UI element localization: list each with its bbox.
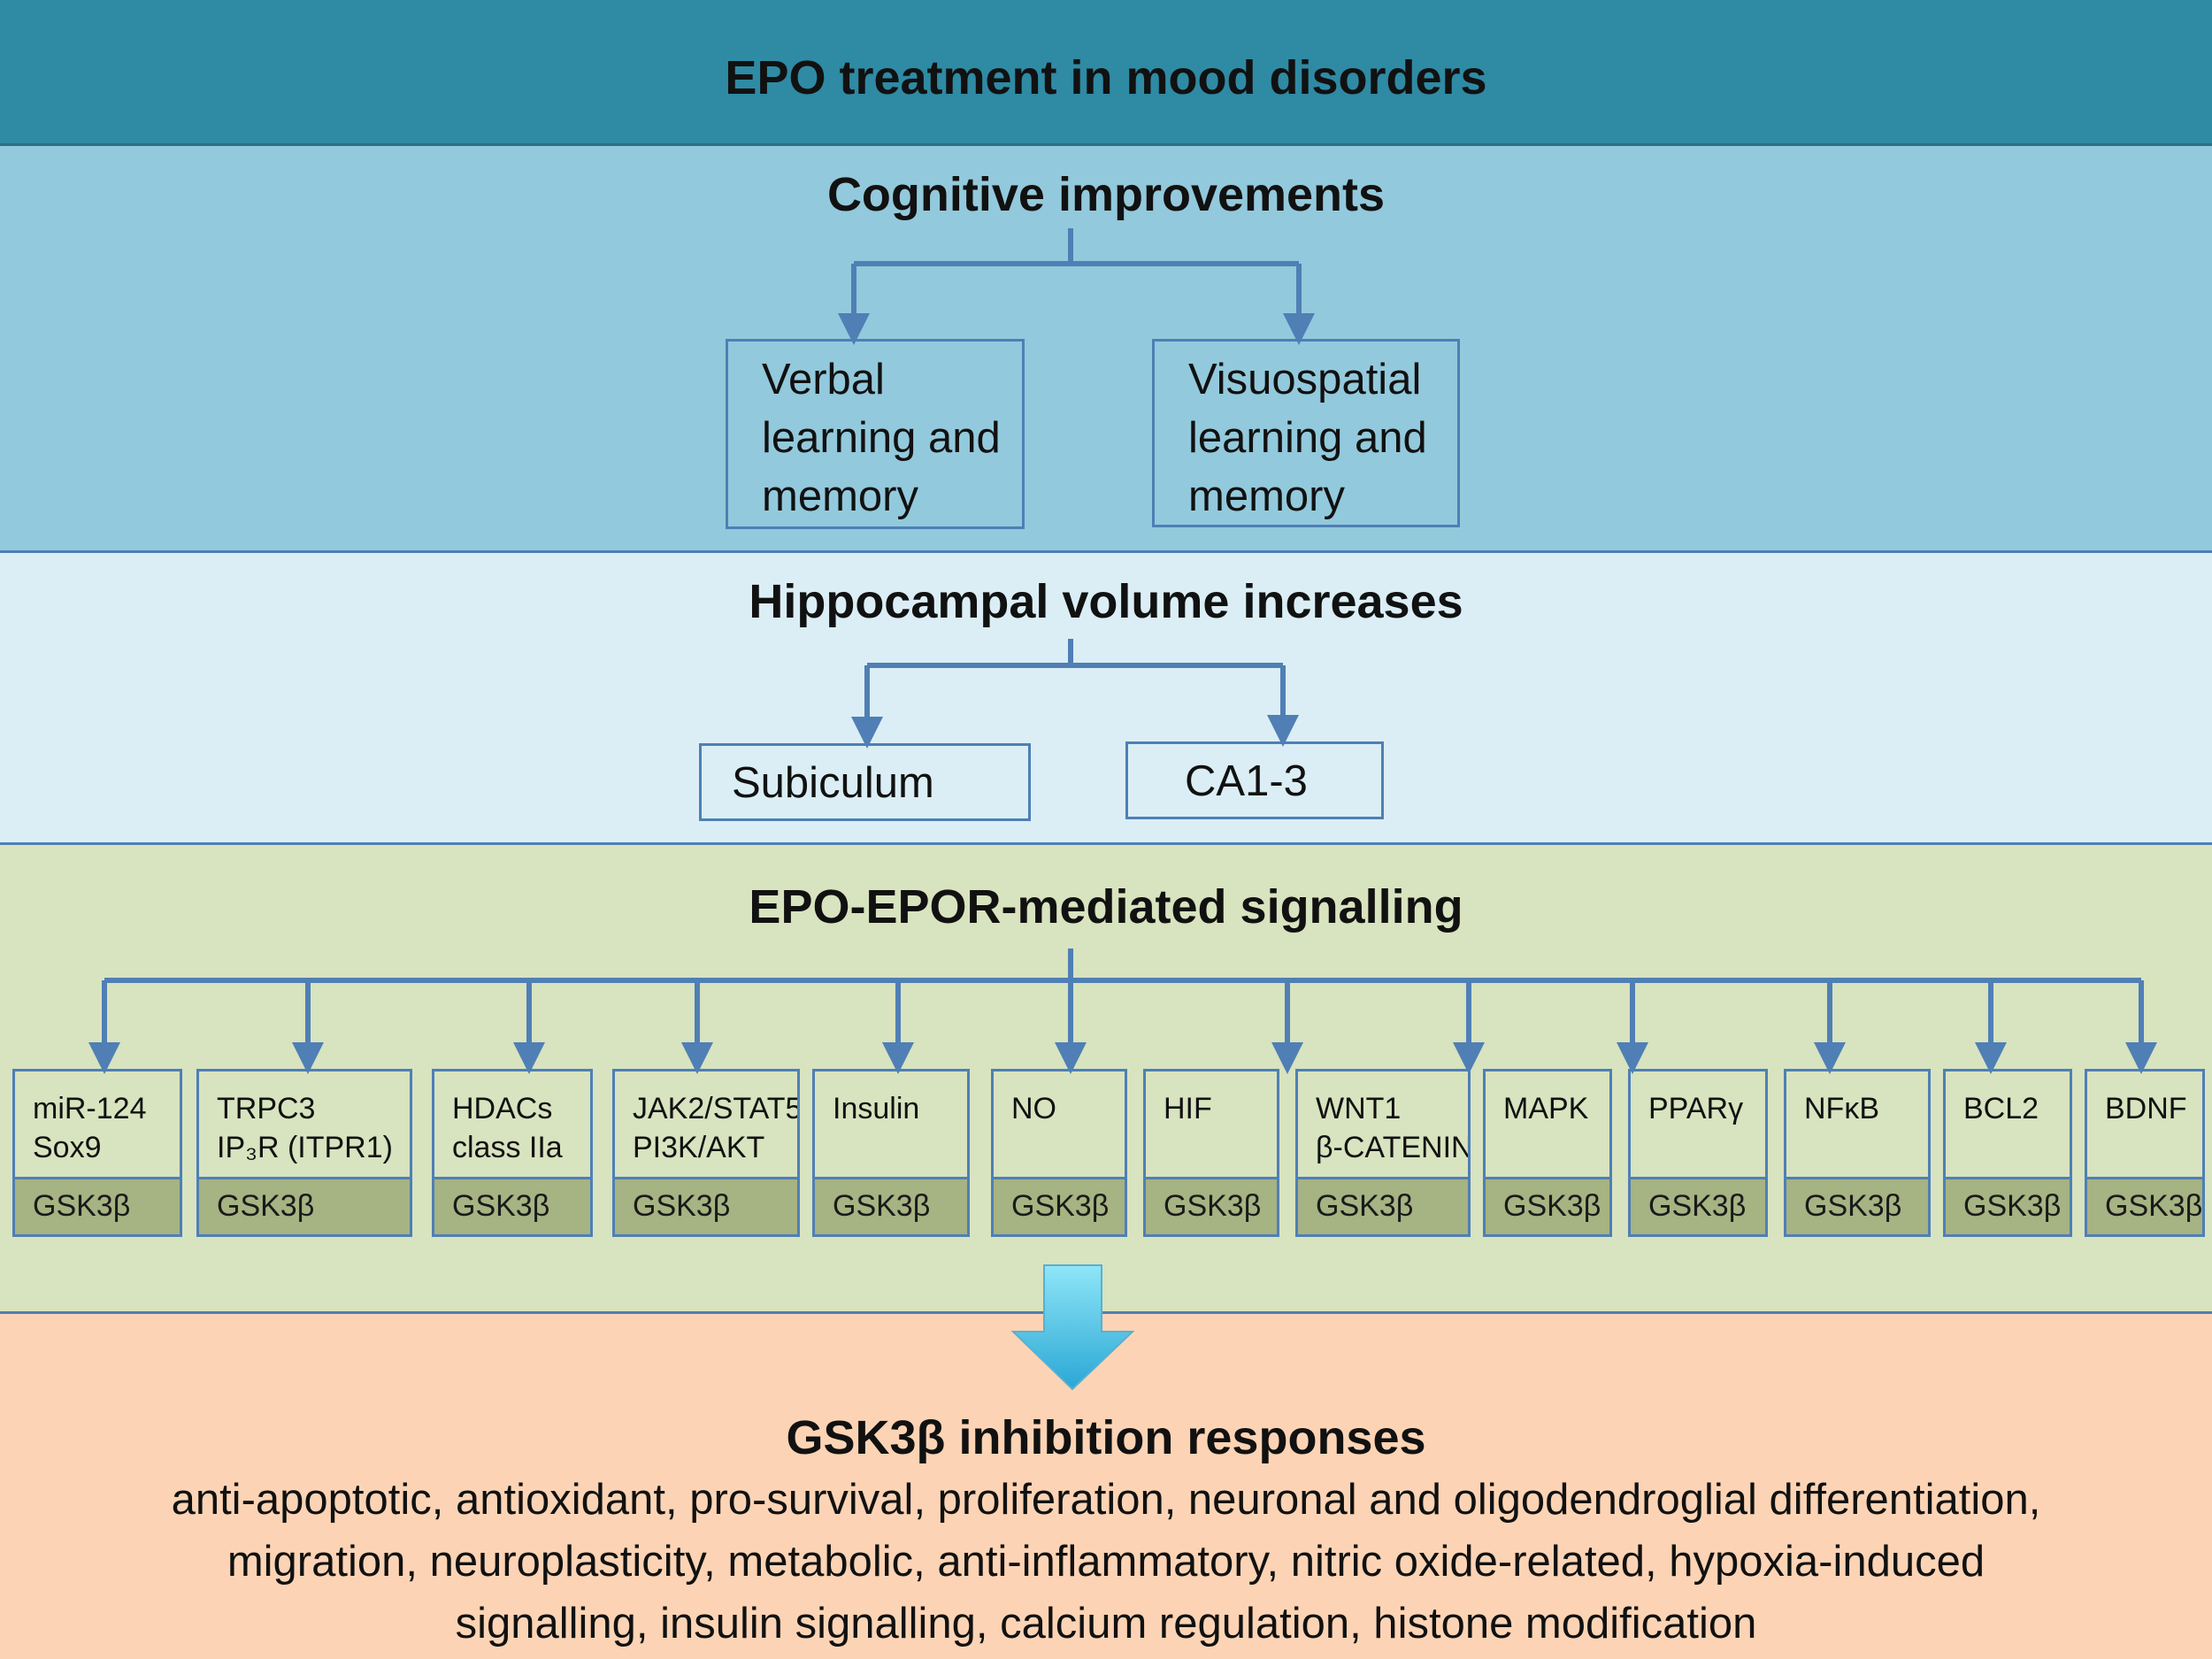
signal-name: MAPK — [1503, 1092, 1589, 1125]
signal-box: WNT1 β-CATENIN GSK3β — [1295, 1069, 1471, 1237]
signal-names: PPARγ — [1648, 1089, 1763, 1128]
signal-name: PI3K/AKT — [633, 1131, 765, 1164]
signal-name: HIF — [1164, 1092, 1212, 1125]
box-line: learning and — [1188, 414, 1427, 462]
signal-name: miR-124 — [33, 1092, 147, 1125]
signal-box: HIF GSK3β — [1143, 1069, 1279, 1237]
signal-names: BCL2 — [1963, 1089, 2068, 1128]
hippocampal-title: Hippocampal volume increases — [749, 575, 1463, 628]
gsk-inhibition-responses: anti-apoptotic, antioxidant, pro-surviva… — [27, 1469, 2185, 1655]
box-line: Verbal — [762, 356, 885, 403]
verbal-learning-box: Verbal learning and memory — [726, 339, 1025, 529]
gsk3b-label: GSK3β — [1146, 1177, 1277, 1234]
hippocampal-band — [0, 553, 2212, 845]
signal-name: BDNF — [2105, 1092, 2187, 1125]
gsk3b-label: GSK3β — [1298, 1177, 1468, 1234]
signal-box: NFκB GSK3β — [1784, 1069, 1931, 1237]
response-line: migration, neuroplasticity, metabolic, a… — [227, 1538, 1985, 1586]
signal-name: NO — [1011, 1092, 1056, 1125]
box-line: Visuospatial — [1188, 356, 1422, 403]
signal-name: β-CATENIN — [1316, 1131, 1471, 1164]
gsk3b-label: GSK3β — [1786, 1177, 1928, 1234]
signal-names: NO — [1011, 1089, 1123, 1128]
main-title: EPO treatment in mood disorders — [725, 51, 1487, 104]
response-line: anti-apoptotic, antioxidant, pro-surviva… — [171, 1476, 2041, 1524]
ca1-3-box: CA1-3 — [1125, 741, 1384, 819]
gsk3b-label: GSK3β — [1486, 1177, 1609, 1234]
signal-name: JAK2/STAT5 — [633, 1092, 800, 1125]
signal-names: WNT1 β-CATENIN — [1316, 1089, 1471, 1167]
signal-name: Sox9 — [33, 1131, 102, 1164]
cognitive-title: Cognitive improvements — [826, 168, 1386, 221]
signal-name: HDACs — [452, 1092, 553, 1125]
title-band — [0, 0, 2212, 146]
gsk3b-label: GSK3β — [615, 1177, 797, 1234]
signal-name: NFκB — [1804, 1092, 1879, 1125]
subiculum-box: Subiculum — [699, 743, 1031, 821]
gsk-inhibition-band — [0, 1314, 2212, 1659]
signal-name: PPARγ — [1648, 1092, 1744, 1125]
signal-box: BDNF GSK3β — [2085, 1069, 2205, 1237]
box-line: learning and — [762, 414, 1001, 462]
gsk3b-label: GSK3β — [994, 1177, 1125, 1234]
signal-name: WNT1 — [1316, 1092, 1402, 1125]
signal-names: MAPK — [1503, 1089, 1608, 1128]
signal-names: BDNF — [2105, 1089, 2200, 1128]
signal-names: HDACs class IIa — [452, 1089, 588, 1167]
signal-names: HIF — [1164, 1089, 1275, 1128]
gsk3b-label: GSK3β — [434, 1177, 590, 1234]
signalling-title: EPO-EPOR-mediated signalling — [749, 880, 1463, 933]
signal-name: TRPC3 — [217, 1092, 316, 1125]
visuospatial-learning-box: Visuospatial learning and memory — [1152, 339, 1460, 527]
gsk3b-label: GSK3β — [1631, 1177, 1765, 1234]
response-line: signalling, insulin signalling, calcium … — [455, 1600, 1757, 1647]
signal-name: class IIa — [452, 1131, 563, 1164]
gsk-inhibition-title: GSK3β inhibition responses — [786, 1411, 1426, 1464]
gsk3b-label: GSK3β — [2087, 1177, 2202, 1234]
signal-box: MAPK GSK3β — [1483, 1069, 1612, 1237]
cognitive-band — [0, 146, 2212, 553]
signal-name: IP₃R (ITPR1) — [217, 1131, 393, 1164]
gsk3b-label: GSK3β — [1946, 1177, 2070, 1234]
gsk3b-label: GSK3β — [199, 1177, 410, 1234]
box-line: memory — [762, 472, 918, 520]
gsk3b-label: GSK3β — [15, 1177, 180, 1234]
gsk3b-label: GSK3β — [815, 1177, 967, 1234]
signal-names: NFκB — [1804, 1089, 1926, 1128]
box-line: memory — [1188, 472, 1345, 520]
signal-name: BCL2 — [1963, 1092, 2039, 1125]
signal-box: NO GSK3β — [991, 1069, 1127, 1237]
big-down-arrow — [1010, 1264, 1135, 1391]
signal-name: Insulin — [833, 1092, 920, 1125]
signal-names: Insulin — [833, 1089, 965, 1128]
